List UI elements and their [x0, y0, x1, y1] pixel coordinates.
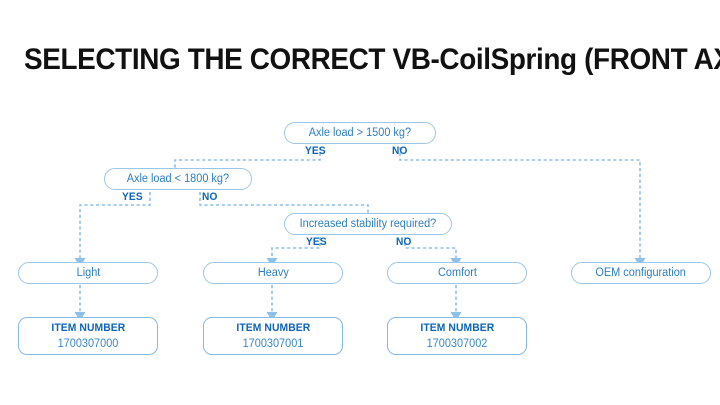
item-number-title-1: ITEM NUMBER [51, 321, 125, 334]
wire-d2-no [199, 192, 369, 215]
wire-d2-yes [79, 192, 151, 259]
outcome-box-comfort[interactable]: Comfort [387, 262, 527, 284]
branch-label-d1-no: NO [392, 145, 408, 157]
outcome-label-heavy: Heavy [257, 266, 289, 279]
item-number-title-2: ITEM NUMBER [236, 321, 310, 334]
decision-box-increased-stability[interactable]: Increased stability required? [284, 213, 452, 235]
branch-label-d2-no: NO [202, 191, 218, 203]
outcome-box-heavy[interactable]: Heavy [203, 262, 343, 284]
wire-d1-no [399, 147, 641, 259]
arrowhead-light-item [74, 312, 86, 321]
item-number-box-3[interactable]: ITEM NUMBER 1700307002 [387, 317, 527, 355]
wire-d3-no [404, 237, 457, 259]
outcome-box-light[interactable]: Light [18, 262, 158, 284]
wire-d1-yes [174, 147, 321, 170]
page-title: SELECTING THE CORRECT VB-CoilSpring (FRO… [24, 43, 720, 76]
item-number-title-3: ITEM NUMBER [420, 321, 494, 334]
decision-label-axle-load-1500: Axle load > 1500 kg? [308, 126, 412, 139]
decision-label-axle-load-1800: Axle load < 1800 kg? [126, 172, 230, 185]
branch-label-d3-yes: YES [306, 236, 327, 248]
decision-box-axle-load-1800[interactable]: Axle load < 1800 kg? [104, 168, 252, 190]
item-number-value-2: 1700307001 [242, 337, 304, 350]
outcome-label-comfort: Comfort [437, 266, 477, 279]
item-number-value-3: 1700307002 [426, 337, 488, 350]
outcome-label-oem-configuration: OEM configuration [595, 266, 687, 279]
branch-label-d3-no: NO [396, 236, 412, 248]
item-number-box-2[interactable]: ITEM NUMBER 1700307001 [203, 317, 343, 355]
item-number-value-1: 1700307000 [57, 337, 119, 350]
decision-label-increased-stability: Increased stability required? [299, 217, 437, 230]
branch-label-d2-yes: YES [122, 191, 143, 203]
arrowhead-comfort-item [450, 312, 462, 321]
outcome-label-light: Light [76, 266, 100, 279]
outcome-box-oem-configuration[interactable]: OEM configuration [571, 262, 711, 284]
item-number-box-1[interactable]: ITEM NUMBER 1700307000 [18, 317, 158, 355]
decision-box-axle-load-1500[interactable]: Axle load > 1500 kg? [284, 122, 436, 144]
arrowhead-heavy-item [266, 312, 278, 321]
wire-d3-yes [271, 237, 321, 259]
branch-label-d1-yes: YES [305, 145, 326, 157]
